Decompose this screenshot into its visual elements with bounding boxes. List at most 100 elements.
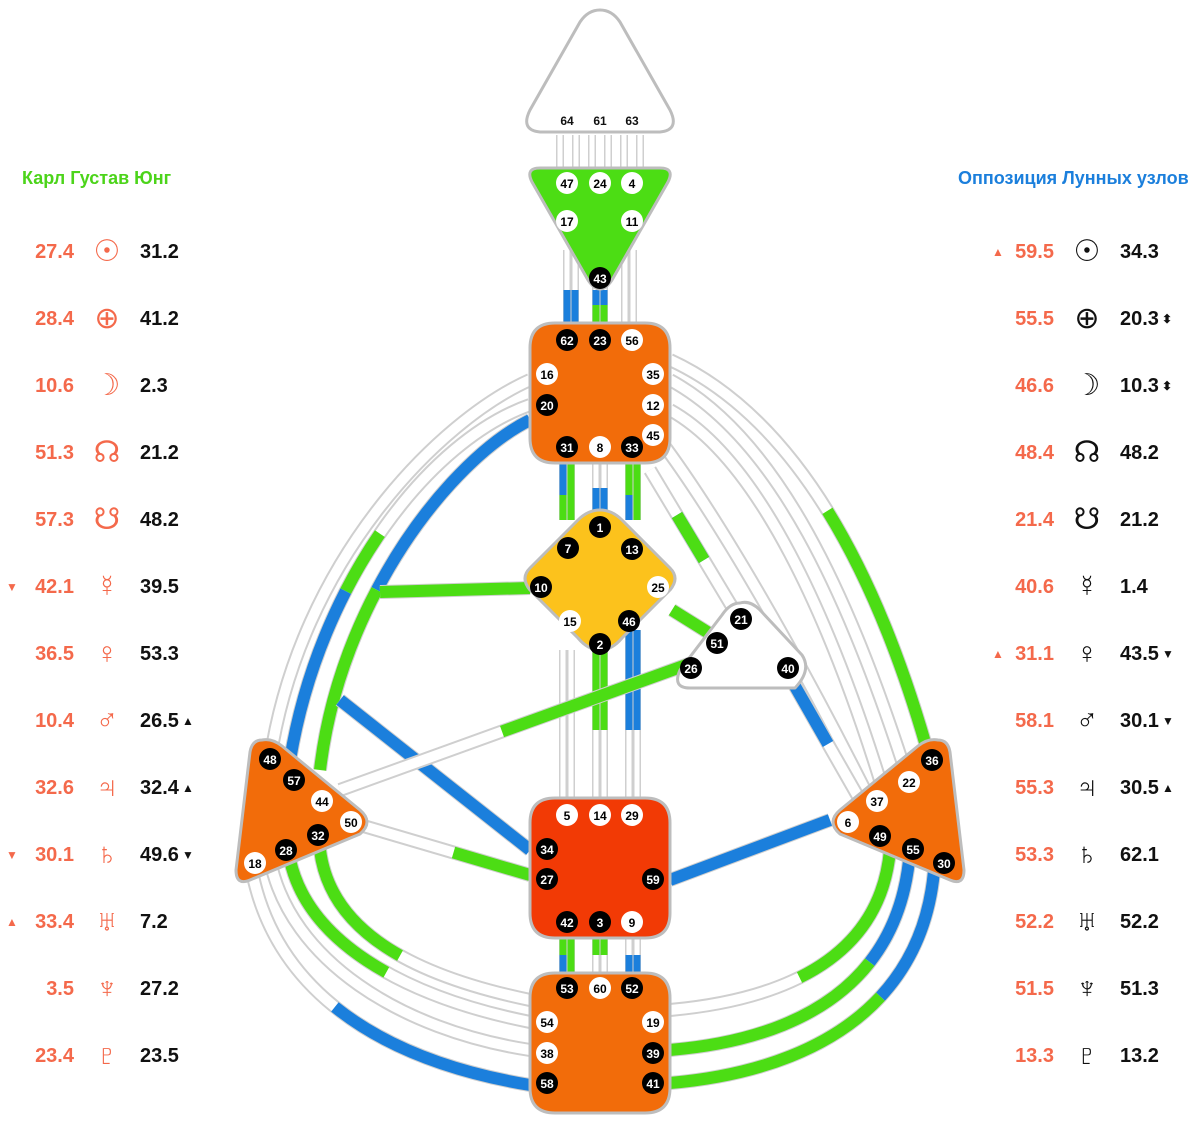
gate-35: 35 — [642, 363, 664, 385]
gate-5: 5 — [556, 804, 578, 826]
personality-number: 21.2 — [140, 441, 179, 464]
gate-number: 18 — [248, 857, 262, 871]
channel-activation — [358, 819, 532, 881]
gate-number: 61 — [593, 114, 607, 128]
personality-value: 30.1▼ — [1120, 710, 1174, 733]
personality-number: 41.2 — [140, 307, 179, 330]
arrow-updown-icon: ⬍ — [1161, 379, 1172, 394]
design-value: ▲59.5 — [980, 241, 1054, 264]
channel-activation — [667, 814, 833, 886]
gate-27: 27 — [536, 868, 558, 890]
design-number: 55.3 — [1015, 776, 1054, 799]
channel-activation — [314, 414, 533, 771]
channel-activation — [669, 854, 941, 1089]
gate-23: 23 — [589, 329, 611, 351]
personality-number: 2.3 — [140, 374, 168, 397]
personality-number: 13.2 — [1120, 1044, 1159, 1067]
design-value: ▼42.1 — [0, 576, 74, 599]
design-value: 32.6 — [0, 777, 74, 800]
gate-number: 24 — [593, 177, 607, 191]
gate-number: 62 — [560, 334, 574, 348]
design-number: 23.4 — [35, 1044, 74, 1067]
arrow-down-icon: ▼ — [1161, 647, 1174, 662]
personality-number: 34.3 — [1120, 240, 1159, 263]
channel-activation — [337, 654, 703, 796]
gate-15: 15 — [559, 610, 581, 632]
design-value: 3.5 — [0, 978, 74, 1001]
gate-32: 32 — [307, 824, 329, 846]
planet-row: ▲33.4♅7.2 — [0, 902, 168, 942]
channel-59-6 — [667, 813, 833, 887]
personality-number: 20.3 — [1120, 307, 1159, 330]
head-center — [525, 8, 675, 134]
gate-33: 33 — [621, 436, 643, 458]
gate-number: 44 — [315, 795, 329, 809]
design-value: 53.3 — [980, 844, 1054, 867]
gate-number: 13 — [625, 543, 639, 557]
channel-57-34 — [335, 694, 535, 856]
design-number: 57.3 — [35, 508, 74, 531]
gate-16: 16 — [536, 363, 558, 385]
personality-value: 32.4▲ — [140, 777, 194, 800]
heart-center — [676, 600, 808, 690]
gate-34: 34 — [536, 838, 558, 860]
personality-value: 51.3 — [1120, 978, 1159, 1001]
planet-row: ▼30.1♄49.6▼ — [0, 835, 194, 875]
arrow-up-icon: ▲ — [181, 781, 194, 796]
gate-number: 20 — [540, 399, 554, 413]
planet-row: 10.6☽2.3 — [0, 366, 168, 406]
gate-number: 34 — [540, 843, 554, 857]
design-number: 13.3 — [1015, 1044, 1054, 1067]
gate-number: 37 — [870, 795, 884, 809]
gate-62: 62 — [556, 329, 578, 351]
arrow-down-icon: ▼ — [1161, 714, 1174, 729]
design-number: 58.1 — [1015, 709, 1054, 732]
gate-number: 51 — [710, 637, 724, 651]
gate-number: 35 — [646, 368, 660, 382]
personality-number: 21.2 — [1120, 508, 1159, 531]
gate-17: 17 — [556, 210, 578, 232]
venus-icon: ♀ — [95, 637, 119, 670]
channel-44-26 — [337, 653, 703, 797]
gate-20: 20 — [536, 394, 558, 416]
planet-row: 23.4♇23.5 — [0, 1036, 179, 1076]
design-value: ▼30.1 — [0, 844, 74, 867]
gate-24: 24 — [589, 172, 611, 194]
gate-number: 45 — [646, 429, 660, 443]
design-number: 55.5 — [1015, 307, 1054, 330]
design-value: ▲33.4 — [0, 911, 74, 934]
left-chart-title: Карл Густав Юнг — [22, 168, 172, 188]
gate-43: 43 — [589, 267, 611, 289]
gate-56: 56 — [621, 329, 643, 351]
jupiter-icon: ♃ — [95, 771, 119, 804]
gate-6: 6 — [837, 811, 859, 833]
north-node-icon: ☊ — [1073, 436, 1101, 469]
gate-number: 31 — [560, 441, 574, 455]
gate-number: 17 — [560, 215, 574, 229]
gate-1: 1 — [589, 516, 611, 538]
gate-number: 59 — [646, 873, 660, 887]
arrow-up-icon: ▲ — [992, 245, 1004, 259]
personality-value: 53.3 — [140, 643, 179, 666]
gate-50: 50 — [340, 811, 362, 833]
planet-row: 58.1♂30.1▼ — [980, 701, 1174, 741]
gate-10: 10 — [530, 576, 552, 598]
spleen-center — [234, 738, 369, 884]
design-value: 58.1 — [980, 710, 1054, 733]
design-value: 10.4 — [0, 710, 74, 733]
design-value: 55.5 — [980, 308, 1054, 331]
design-value: 28.4 — [0, 308, 74, 331]
arrow-down-icon: ▼ — [6, 580, 18, 594]
personality-number: 10.3 — [1120, 374, 1159, 397]
design-value: 36.5 — [0, 643, 74, 666]
neptune-icon: ♆ — [1075, 972, 1099, 1005]
gate-13: 13 — [621, 538, 643, 560]
personality-value: 39.5 — [140, 576, 179, 599]
planet-row: 13.3♇13.2 — [980, 1036, 1159, 1076]
pluto-icon: ♇ — [95, 1039, 119, 1072]
planet-row: 51.3☊21.2 — [0, 433, 179, 473]
channel-activation — [314, 849, 532, 1006]
planet-row: 36.5 ♀ 53.3 — [0, 634, 179, 674]
design-value: 46.6 — [980, 375, 1054, 398]
